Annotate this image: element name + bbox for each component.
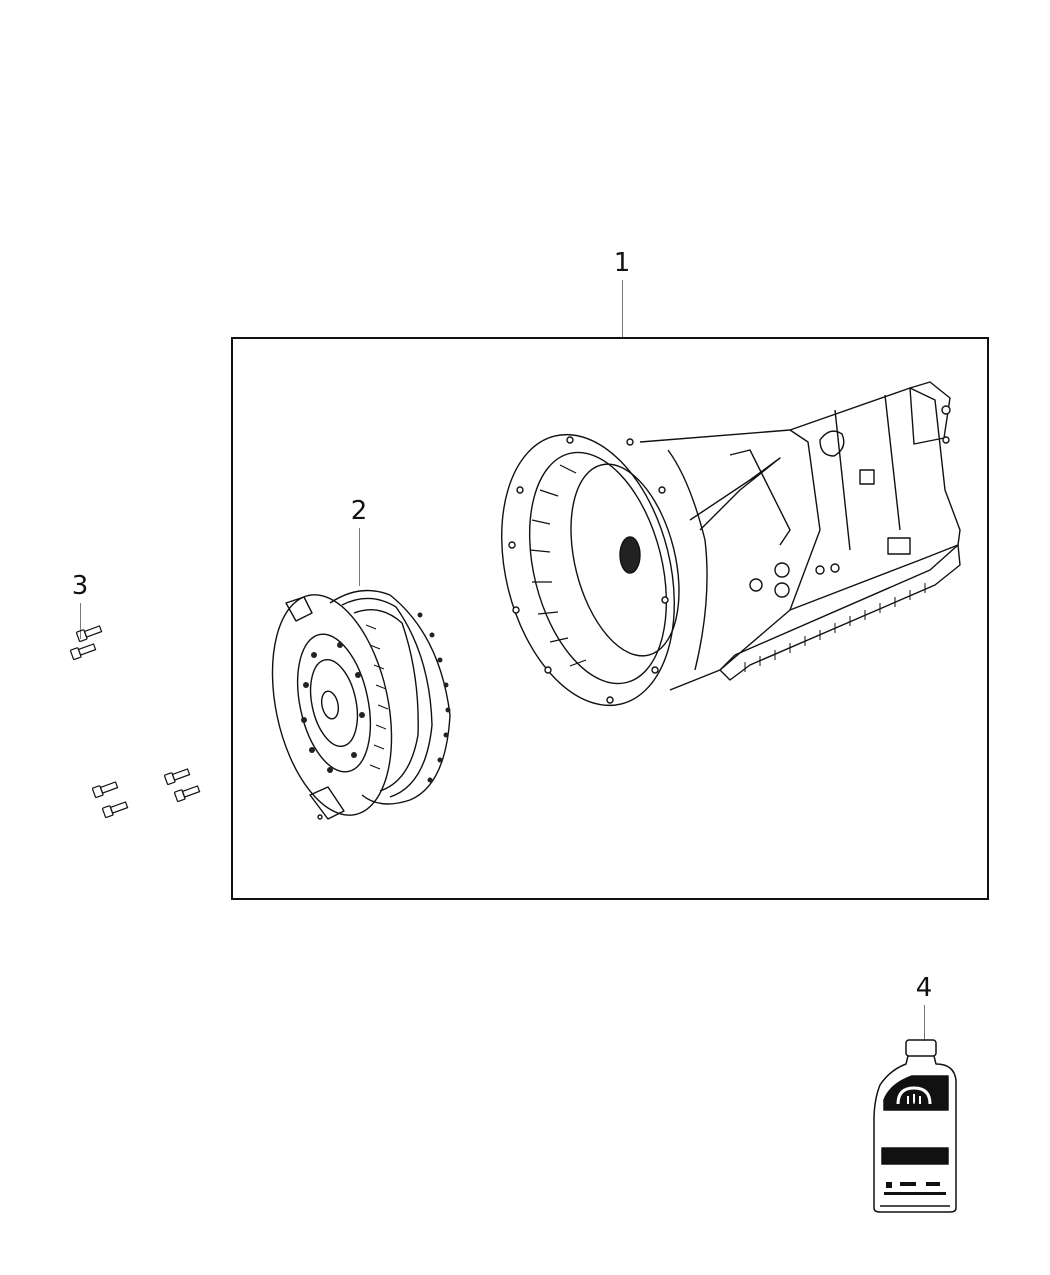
fluid-bottle-illustration[interactable]: M [870, 1040, 960, 1215]
leader-line-3 [80, 603, 81, 639]
assembly-group-box [231, 337, 989, 900]
callout-number-4: 4 [915, 973, 933, 1003]
bolt-icon [174, 784, 200, 802]
leader-line-1 [622, 280, 623, 337]
bolts-illustration[interactable] [60, 625, 210, 825]
bolt-icon [102, 800, 128, 818]
bottle-cap-icon [906, 1040, 936, 1056]
oil-pan-icon [720, 545, 960, 680]
converter-shell-icon [330, 591, 450, 805]
brand-mark: M [912, 1102, 916, 1108]
transmission-case-icon [640, 388, 960, 690]
bolt-icon [76, 624, 102, 642]
transmission-assembly-illustration[interactable] [490, 370, 970, 720]
bell-housing-inner-icon [507, 438, 688, 698]
bolt-icon [92, 780, 118, 798]
flex-plate-icon [254, 584, 410, 826]
bottle-body-icon [874, 1056, 956, 1212]
leader-line-2 [359, 528, 360, 586]
input-shaft-icon [620, 537, 640, 573]
callout-number-3: 3 [71, 571, 89, 601]
callout-number-1: 1 [613, 248, 631, 278]
leader-line-4 [924, 1005, 925, 1041]
bolt-icon [164, 767, 190, 785]
torque-converter-illustration[interactable] [270, 585, 460, 825]
bell-housing-outer-icon [475, 416, 701, 723]
callout-number-2: 2 [350, 496, 368, 526]
bolt-icon [70, 642, 96, 660]
